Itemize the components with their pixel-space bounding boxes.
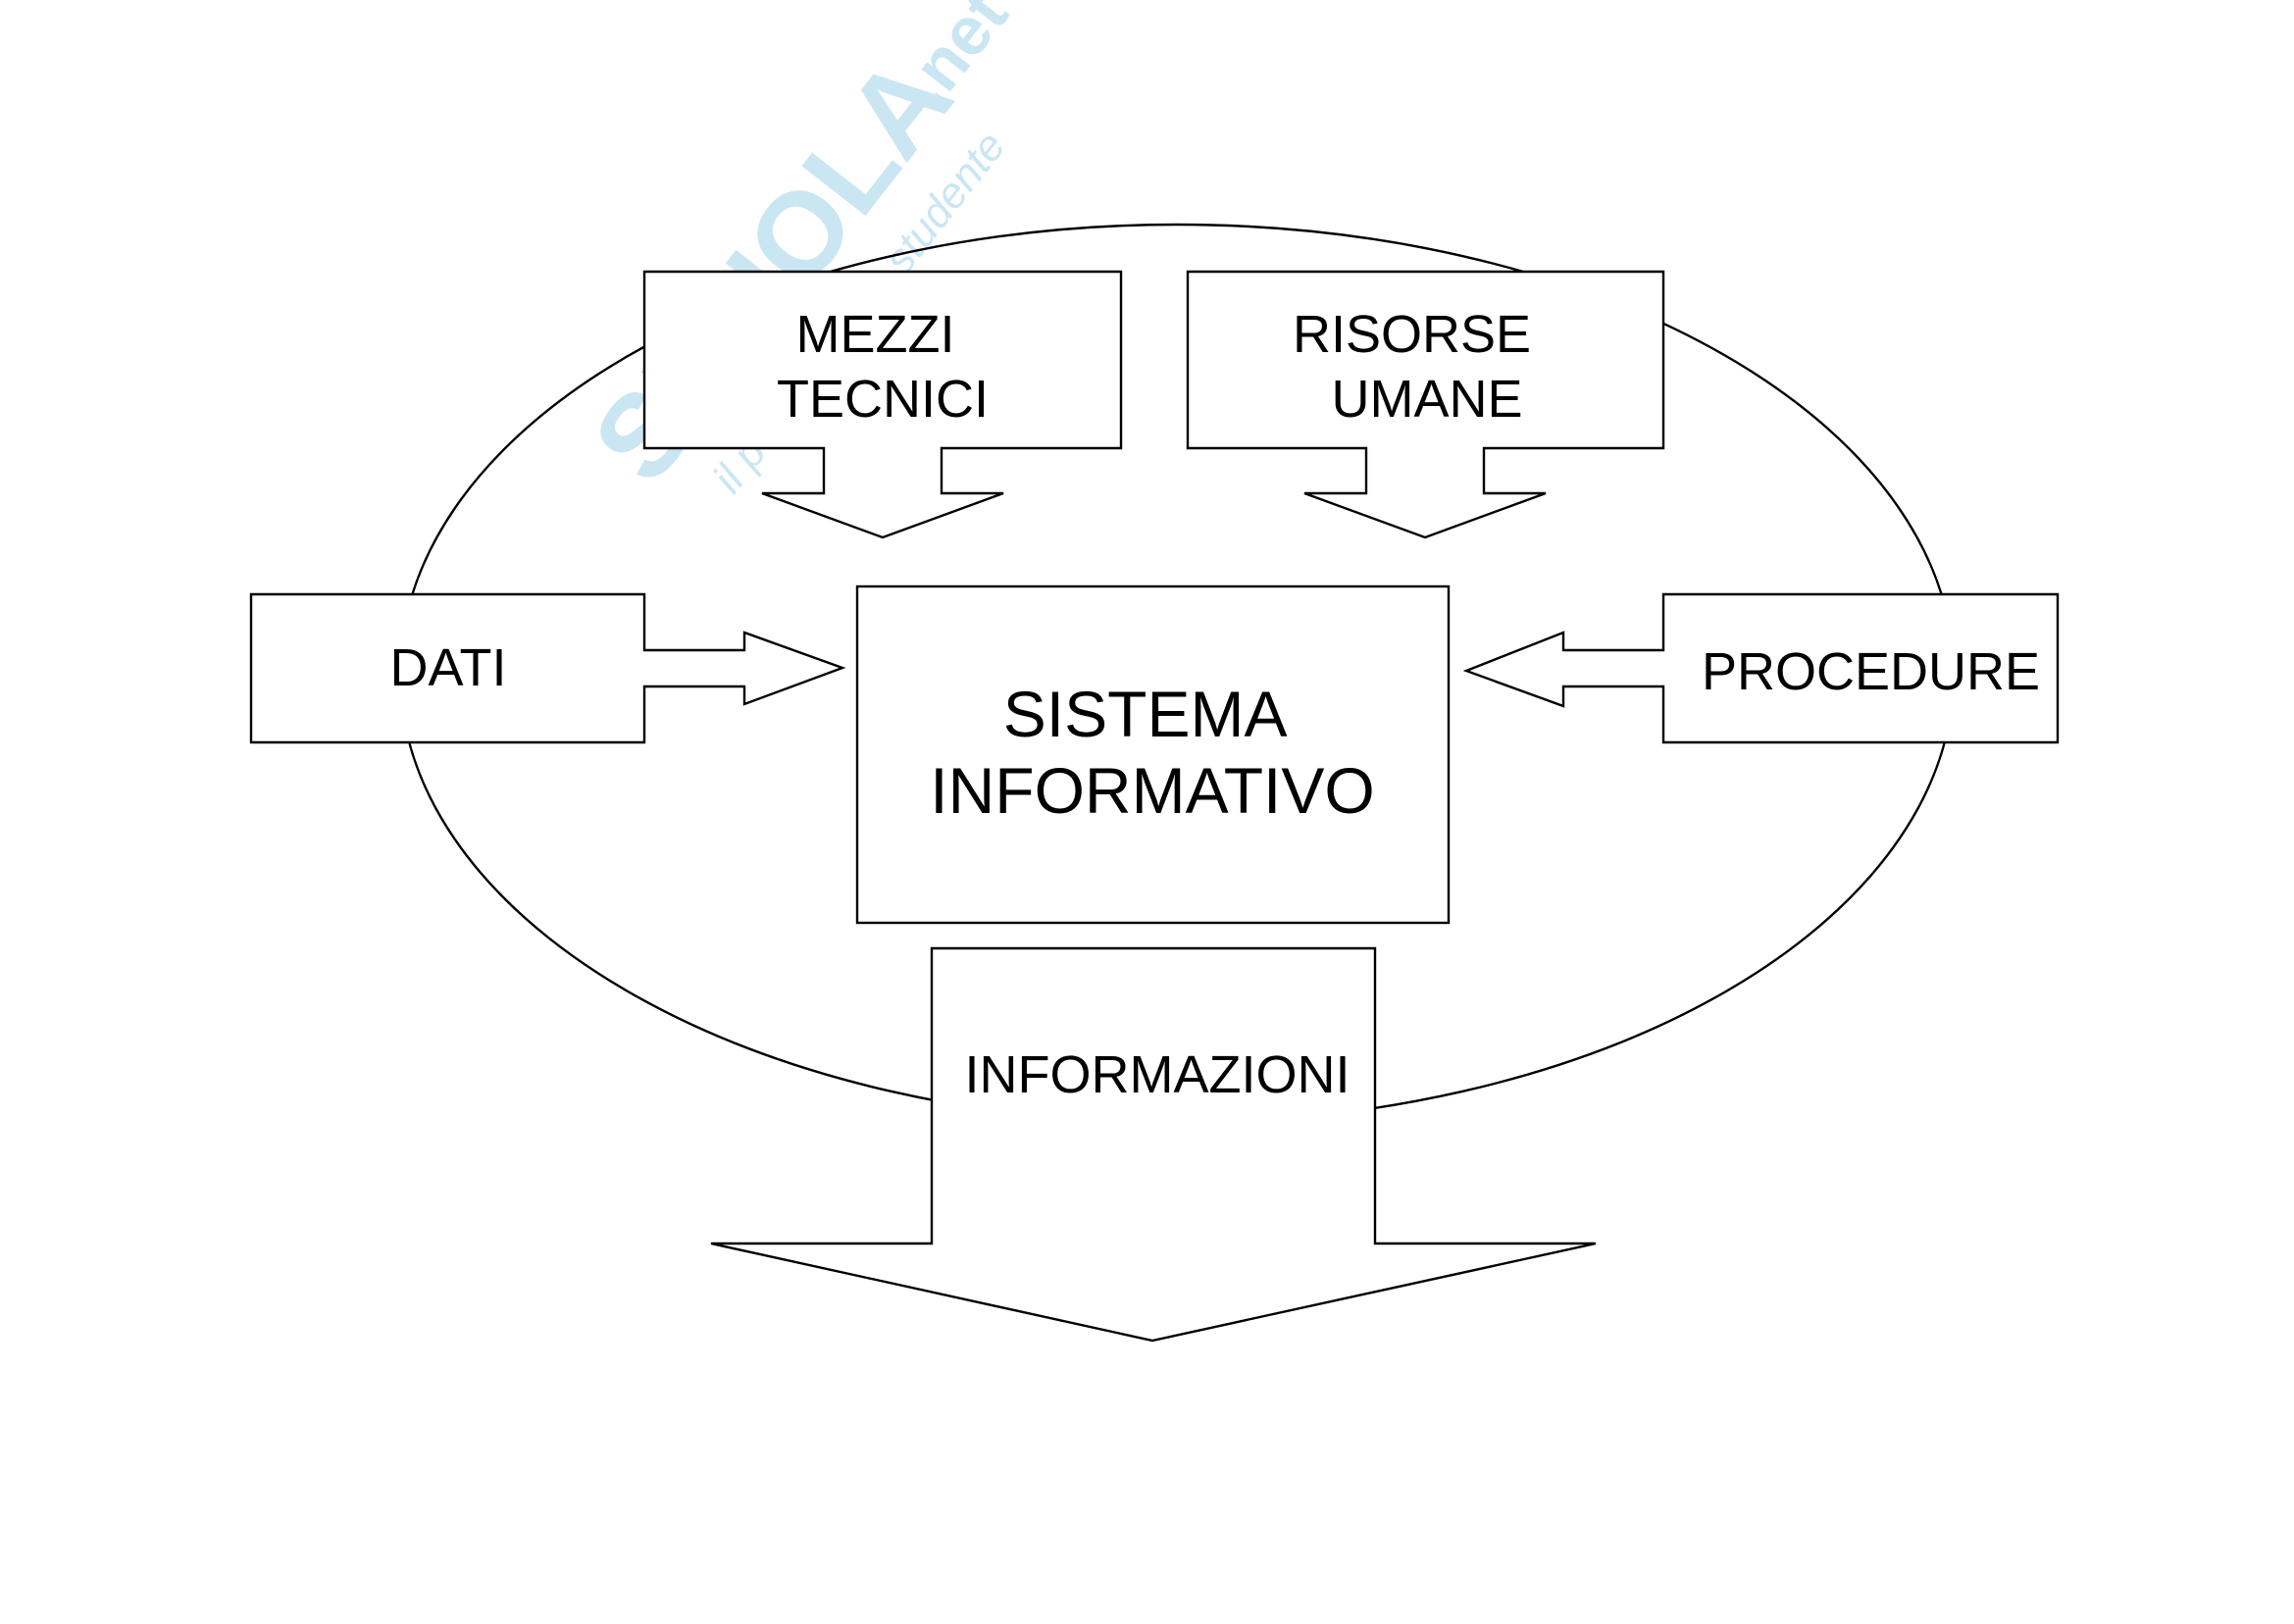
- procedure-node: PROCEDURE: [1462, 592, 2060, 744]
- mezzi-tecnici-node: MEZZI TECNICI: [642, 270, 1123, 539]
- risorse-umane-label: RISORSE UMANE: [1293, 305, 1546, 429]
- dati-node: DATI: [249, 592, 846, 744]
- mezzi-tecnici-label: MEZZI TECNICI: [777, 305, 989, 429]
- informazioni-label: INFORMAZIONI: [965, 1045, 1351, 1104]
- sistema-informativo-box: [855, 584, 1451, 925]
- dati-arrow: [249, 592, 846, 744]
- informazioni-arrow: [710, 946, 1597, 1343]
- risorse-umane-node: RISORSE UMANE: [1186, 270, 1665, 539]
- risorse-umane-arrow: [1186, 270, 1665, 539]
- sistema-informativo-node: SISTEMA INFORMATIVO: [855, 584, 1451, 925]
- mezzi-tecnici-arrow: [642, 270, 1123, 539]
- procedure-arrow: [1462, 592, 2060, 744]
- sistema-informativo-label: SISTEMA INFORMATIVO: [930, 678, 1374, 827]
- informazioni-node: INFORMAZIONI: [710, 946, 1597, 1343]
- dati-label: DATI: [390, 638, 507, 697]
- procedure-label: PROCEDURE: [1702, 642, 2040, 701]
